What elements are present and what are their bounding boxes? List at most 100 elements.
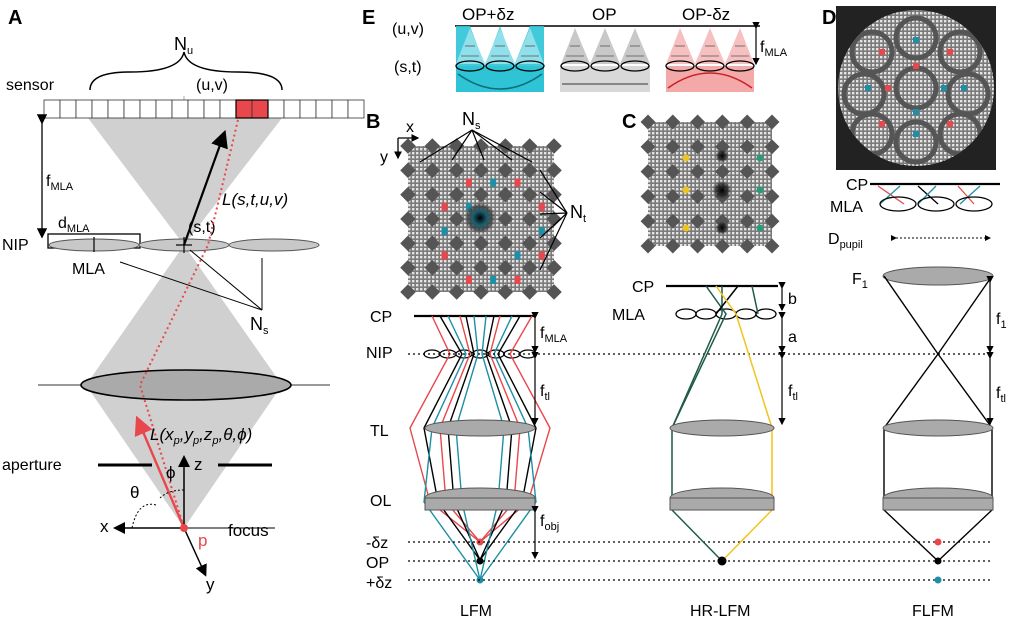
sensor-pixel (91, 99, 109, 119)
red-spot (465, 178, 472, 187)
grid-diamond (665, 164, 681, 180)
grid-diamond (714, 114, 730, 130)
grid-diamond (448, 162, 465, 179)
panel-e-letter: E (362, 7, 375, 29)
hr-lfm-image-spots (640, 114, 780, 254)
y-label: y (206, 575, 215, 594)
chief-ray (138, 119, 239, 529)
grid-diamond (640, 238, 656, 254)
grid-diamond (497, 259, 514, 276)
green-spot (756, 224, 764, 232)
red-spot (879, 121, 885, 127)
grid-diamond (546, 211, 562, 227)
grid-diamond (497, 162, 514, 179)
grid-diamond (400, 186, 416, 203)
b-nip-label: NIP (366, 345, 393, 362)
grid-diamond (764, 238, 780, 254)
panel-b: B x y Ns Nt CP NIP (366, 109, 586, 620)
lightfield-p-arrow (134, 415, 186, 529)
grid-diamond (640, 164, 656, 180)
grid-diamond (521, 284, 538, 300)
yellow-spot (682, 224, 690, 232)
b-f-tl-label: ftl (540, 383, 550, 403)
sensor-pixel (203, 99, 221, 119)
point-p (180, 524, 188, 532)
mla-lenslet (228, 238, 320, 252)
grid-diamond (473, 235, 489, 252)
sensor-pixel-active (251, 99, 269, 119)
grid-diamond (690, 238, 706, 254)
d-f1-lens (882, 266, 994, 286)
grid-diamond (665, 188, 681, 204)
nu-label: Nu (174, 34, 193, 57)
uv-label: (u,v) (196, 77, 228, 94)
sensor-pixel (107, 99, 125, 119)
y-axis (183, 527, 207, 577)
sensor-pixel (267, 99, 285, 119)
grid-diamond (448, 284, 465, 300)
grid-diamond (739, 139, 755, 155)
teal-spot (441, 227, 448, 236)
grid-diamond (739, 188, 755, 204)
grid-diamond (714, 238, 730, 254)
teal-spot (865, 85, 871, 91)
yellow-spot (682, 154, 690, 162)
d-f-tl-label: ftl (996, 385, 1006, 405)
d-f1-lens-label: F1 (852, 271, 868, 291)
c-a-label: a (788, 329, 797, 346)
teal-spot (514, 251, 521, 260)
objective-lens (80, 369, 292, 401)
aperture-label: aperture (2, 457, 62, 474)
grid-diamond (400, 162, 416, 179)
nip-label: NIP (2, 237, 29, 254)
grid-diamond (665, 213, 681, 229)
red-spot (538, 202, 545, 211)
grid-diamond (521, 186, 538, 203)
e-header-op-plus: OP+δz (462, 5, 514, 24)
c-b-label: b (788, 291, 797, 308)
sensor-pixel (123, 99, 141, 119)
yellow-spot (682, 186, 690, 194)
grid-diamond (764, 164, 780, 180)
grid-diamond (546, 284, 562, 300)
d-mla-label: dMLA (58, 215, 90, 235)
lfm-image-spots (400, 138, 562, 300)
red-spot (441, 251, 448, 260)
green-spot (756, 186, 764, 194)
sub-aperture-ring (849, 29, 895, 75)
grid-diamond (424, 235, 441, 252)
sensor-pixel (347, 99, 365, 119)
d-mla (879, 196, 993, 212)
c-mla-label: MLA (612, 307, 645, 324)
panel-a-letter: A (8, 7, 22, 29)
sensor-pixel (155, 99, 173, 119)
grid-diamond (424, 211, 441, 227)
grid-diamond (739, 114, 755, 130)
sub-aperture-ring (893, 15, 939, 61)
grid-diamond (400, 211, 416, 227)
grid-diamond (473, 162, 489, 179)
grid-diamond (400, 138, 416, 154)
teal-spot (913, 37, 919, 43)
teal-spot (941, 85, 947, 91)
e-ray-lines (461, 45, 749, 57)
grid-diamond (497, 284, 514, 300)
grid-diamond (497, 186, 514, 203)
dark-spot (712, 180, 732, 200)
grid-diamond (497, 211, 514, 227)
grid-diamond (546, 162, 562, 179)
grid-diamond (521, 235, 538, 252)
lightfield-p-label: L(xp,yp,zp,θ,ϕ) (150, 425, 252, 447)
grid-diamond (764, 114, 780, 130)
grid-diamond (640, 213, 656, 229)
panel-d: D CP MLA Dpupil F1 (822, 6, 1007, 620)
d-dpupil-label: Dpupil (828, 231, 863, 251)
ns-label: Ns (250, 314, 269, 337)
panel-c: C CP MLA b a ftl (612, 111, 798, 620)
b-f-mla-label: fMLA (540, 325, 568, 345)
grid-diamond (739, 164, 755, 180)
sensor-pixel (283, 99, 301, 119)
sensor-pixel (43, 99, 61, 119)
teal-spot (961, 85, 967, 91)
